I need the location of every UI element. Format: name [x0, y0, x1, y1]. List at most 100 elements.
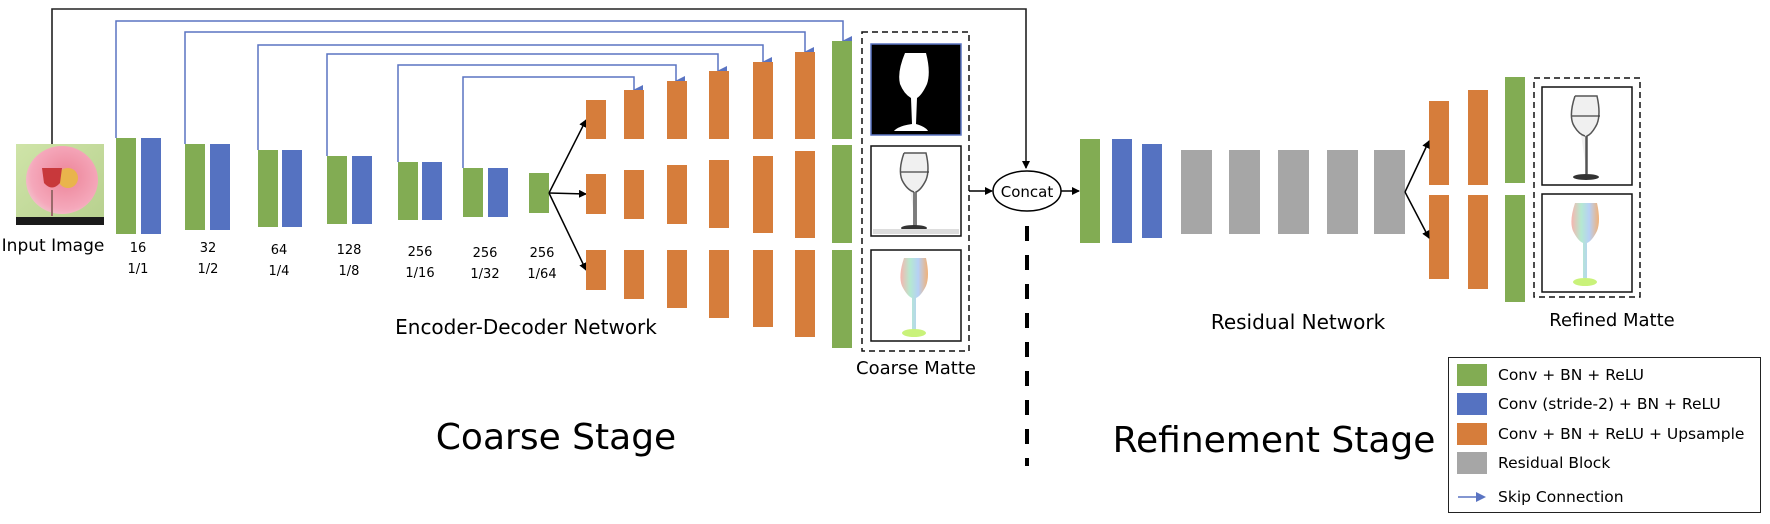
decoder-upsample-block — [624, 90, 644, 139]
legend-item-skip: Skip Connection — [1457, 486, 1624, 508]
legend-label: Residual Block — [1498, 454, 1611, 472]
legend-label: Skip Connection — [1498, 488, 1624, 506]
skip-connection-arrow — [326, 53, 727, 156]
encoder-conv-block — [116, 138, 136, 234]
input-to-concat-connection — [51, 8, 1030, 169]
encoder-scale-label: 1/8 — [339, 264, 360, 279]
residual-network-label: Residual Network — [1211, 310, 1386, 334]
decoder-upsample-block — [667, 250, 687, 308]
residual-block — [1278, 150, 1309, 234]
refinement-stride2-block — [1142, 144, 1162, 238]
encoder-stride2-block — [352, 156, 372, 224]
encoder-conv-block — [258, 150, 278, 227]
skip-connection-arrow — [115, 20, 852, 138]
encoder-scale-label: 1/32 — [470, 267, 499, 282]
residual-block — [1327, 150, 1358, 234]
gray-swatch — [1457, 452, 1487, 474]
refinement-upsample-block — [1468, 90, 1488, 185]
refinement-network — [1080, 77, 1525, 302]
encoder-channels-label: 256 — [473, 246, 498, 261]
encoder-stride2-block — [141, 138, 161, 234]
legend-item-conv-stride2: Conv (stride-2) + BN + ReLU — [1457, 393, 1721, 415]
decoder-upsample-block — [667, 165, 687, 224]
coarse-alpha-mask-image — [870, 43, 962, 136]
input-image — [16, 144, 104, 225]
encoder-conv-block — [327, 156, 347, 224]
encoder-conv-block — [463, 168, 483, 217]
concat-node: Concat — [992, 170, 1062, 212]
legend-item-upsample: Conv + BN + ReLU + Upsample — [1457, 423, 1744, 445]
encoder-stride2-block — [282, 150, 302, 227]
blue-swatch — [1457, 393, 1487, 415]
legend-label: Conv + BN + ReLU + Upsample — [1498, 425, 1745, 443]
decoder-upsample-block — [753, 250, 773, 327]
decoder-upsample-block — [709, 250, 729, 318]
decoder-output-conv-block — [832, 41, 852, 139]
refinement-upsample-block — [1429, 195, 1449, 279]
decoder-upsample-block — [624, 250, 644, 299]
encoder-channels-label: 64 — [271, 243, 288, 258]
decoder-upsample-block — [586, 174, 606, 214]
coarse-matte-label: Coarse Matte — [856, 358, 976, 379]
green-swatch — [1457, 364, 1487, 386]
encoder-channels-label: 32 — [200, 241, 217, 256]
refinement-output-conv-block — [1505, 195, 1525, 302]
refinement-upsample-block — [1468, 195, 1488, 289]
skip-connection-arrow — [257, 44, 772, 150]
decoder-upsample-block — [709, 71, 729, 139]
encoder-conv-block — [529, 173, 549, 213]
refined-refraction-flow-image — [1541, 193, 1633, 293]
decoder-upsample-block — [753, 156, 773, 233]
residual-block — [1374, 150, 1405, 234]
encoder-stride2-block — [210, 144, 230, 230]
decoder-upsample-block — [586, 250, 606, 290]
coarse-stage-title: Coarse Stage — [436, 417, 676, 458]
decoder-upsample-block — [624, 170, 644, 219]
legend-label: Conv (stride-2) + BN + ReLU — [1498, 395, 1721, 413]
encoder-scale-label: 1/16 — [405, 266, 434, 281]
refinement-stride2-block — [1112, 139, 1132, 243]
legend-item-conv-bn-relu: Conv + BN + ReLU — [1457, 364, 1644, 386]
encoder-stride2-block — [488, 168, 508, 217]
refined-matte-label: Refined Matte — [1549, 310, 1675, 331]
coarse-alpha-matte-image — [870, 145, 962, 237]
skip-connection-arrow — [184, 31, 814, 144]
orange-swatch — [1457, 423, 1487, 445]
encoder-stride2-block — [422, 162, 442, 220]
residual-block — [1181, 150, 1212, 234]
encoder-conv-block — [398, 162, 418, 220]
legend: Conv + BN + ReLU Conv (stride-2) + BN + … — [1448, 357, 1761, 513]
skip-arrow-icon — [1458, 492, 1486, 502]
refinement-stage-title: Refinement Stage — [1113, 420, 1436, 461]
refinement-upsample-block — [1429, 101, 1449, 185]
skip-connection-arrow — [397, 64, 685, 162]
refined-matte-group — [1533, 77, 1641, 298]
decoder-output-conv-block — [832, 250, 852, 348]
refinement-branch-arrows — [1404, 140, 1430, 239]
skip-connections — [115, 20, 852, 168]
coarse-refraction-flow-image — [870, 249, 962, 342]
encoder-channels-label: 128 — [337, 243, 362, 258]
residual-block — [1229, 150, 1260, 234]
encoder-level-labels: 161/1321/2641/41281/82561/162561/322561/… — [128, 241, 557, 282]
encoder-scale-label: 1/4 — [269, 264, 290, 279]
concat-label: Concat — [1001, 183, 1054, 201]
decoder — [586, 41, 852, 348]
encoder-decoder-label: Encoder-Decoder Network — [395, 315, 657, 339]
decoder-output-conv-block — [832, 145, 852, 243]
input-image-label: Input Image — [2, 236, 105, 256]
encoder-channels-label: 16 — [130, 241, 147, 256]
legend-item-residual: Residual Block — [1457, 452, 1610, 474]
legend-label: Conv + BN + ReLU — [1498, 366, 1645, 384]
coarse-matte-group — [861, 31, 970, 352]
decoder-upsample-block — [753, 62, 773, 139]
encoder-conv-block — [185, 144, 205, 230]
refinement-conv-block — [1080, 139, 1100, 243]
bottleneck-branch-arrows — [548, 119, 587, 271]
decoder-upsample-block — [795, 250, 815, 337]
encoder — [116, 138, 549, 234]
encoder-scale-label: 1/64 — [527, 267, 556, 282]
decoder-upsample-block — [586, 100, 606, 139]
skip-connection-arrow — [462, 76, 643, 168]
